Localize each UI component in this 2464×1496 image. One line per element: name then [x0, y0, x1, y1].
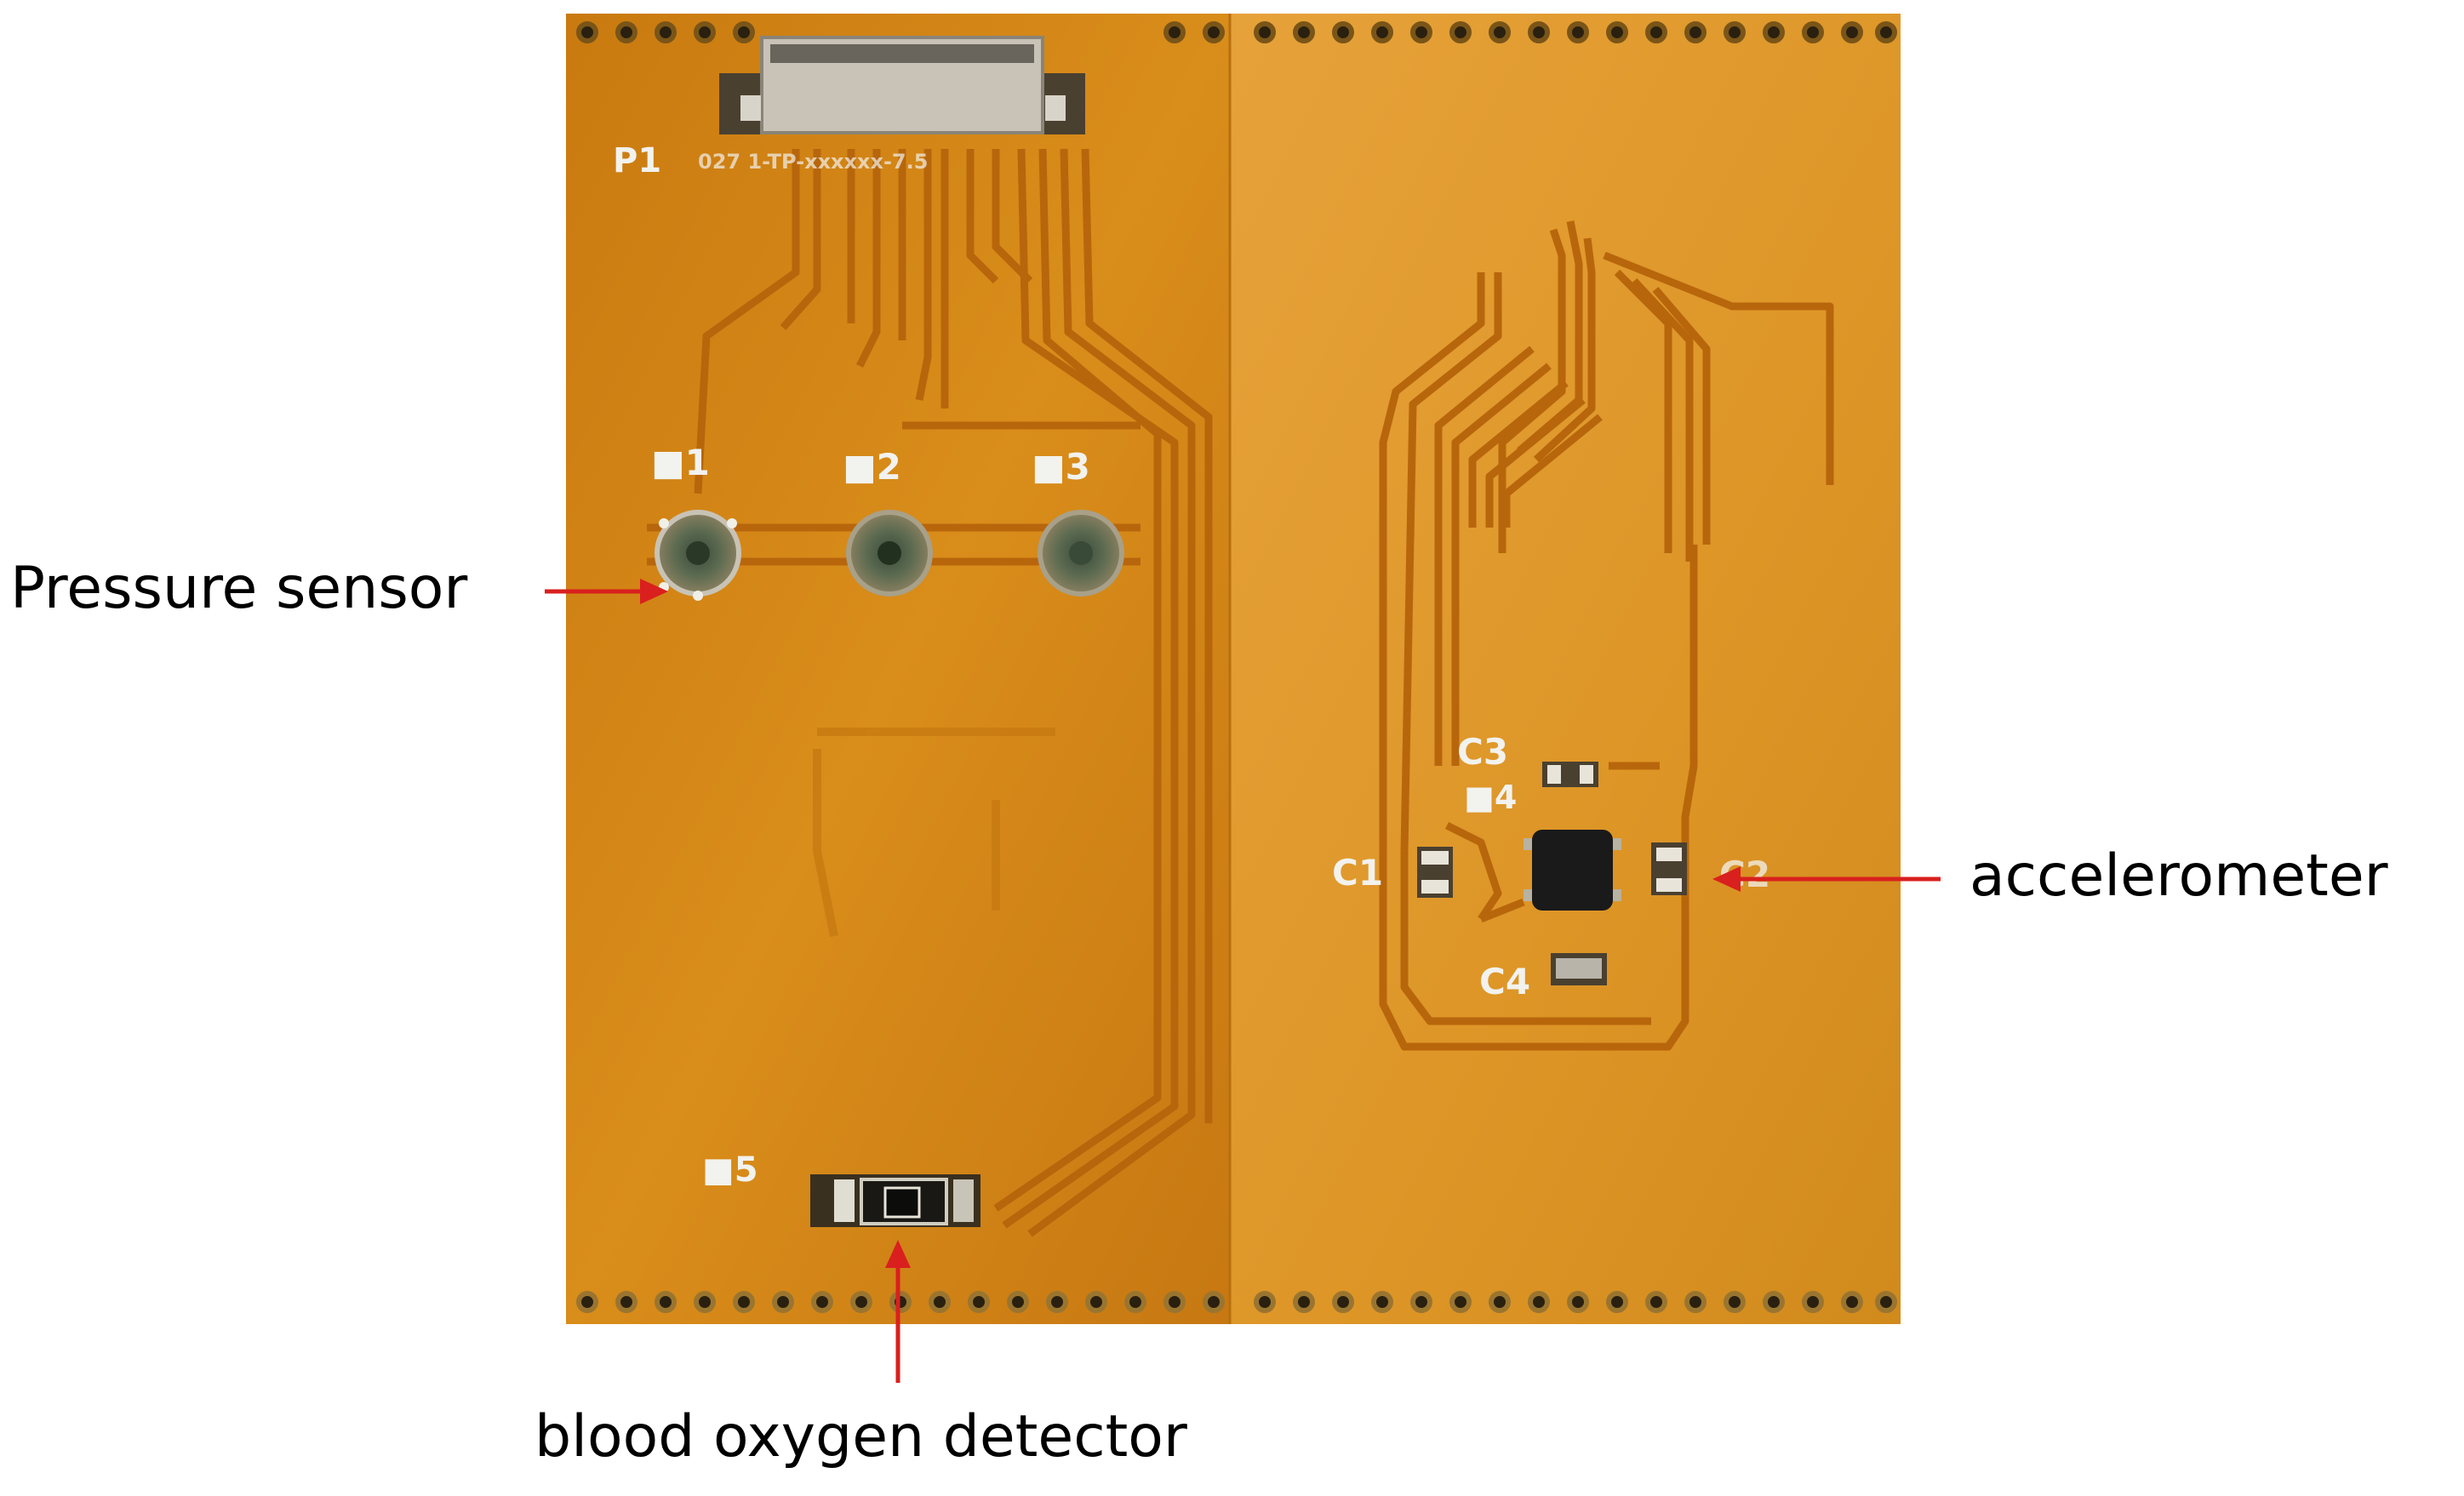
top-edge-holes [576, 21, 1897, 43]
capacitor-c2 [1651, 842, 1687, 895]
fpc-connector [719, 36, 1085, 134]
pressure-sensor-3 [1038, 510, 1124, 597]
left-faint-traces [813, 728, 1055, 937]
arrow-accelerometer [1712, 866, 1941, 892]
pressure-sensor-2 [846, 510, 933, 597]
silk-connector-code: 027 1-TP-xxxxxx-7.5 [698, 150, 928, 174]
bottom-edge-holes [576, 1291, 1897, 1313]
silk-s2: ■2 [843, 446, 901, 488]
blood-oxygen-component [810, 1174, 980, 1227]
pcb-left-half [566, 14, 1230, 1324]
blood-oxygen-detector-label: blood oxygen detector [535, 1403, 1187, 1470]
silk-s5: ■5 [702, 1151, 758, 1190]
pcb-right-half [1230, 14, 1901, 1324]
silk-c4: C4 [1479, 961, 1530, 1002]
accelerometer-label: accelerometer [1969, 842, 2388, 910]
silk-s1: ■1 [651, 442, 710, 483]
silk-c1: C1 [1332, 852, 1383, 894]
right-traces [1379, 220, 1834, 1051]
silk-s3: ■3 [1032, 446, 1090, 488]
silk-c3: C3 [1457, 731, 1508, 773]
capacitor-c3 [1542, 762, 1598, 787]
silk-s4: ■4 [1464, 779, 1517, 816]
arrow-pressure-sensor [545, 579, 668, 604]
silkscreen: P1 027 1-TP-xxxxxx-7.5 ■1 ■2 ■3 ■5 C3 ■4… [613, 141, 1770, 1190]
capacitor-c1 [1417, 847, 1453, 898]
pressure-sensor-1 [655, 510, 741, 601]
silk-p1: P1 [613, 141, 661, 180]
pressure-sensor-label: Pressure sensor [10, 555, 468, 622]
arrow-blood-oxygen [885, 1240, 911, 1383]
accelerometer-chip [1524, 830, 1621, 911]
capacitor-c4 [1551, 953, 1607, 985]
